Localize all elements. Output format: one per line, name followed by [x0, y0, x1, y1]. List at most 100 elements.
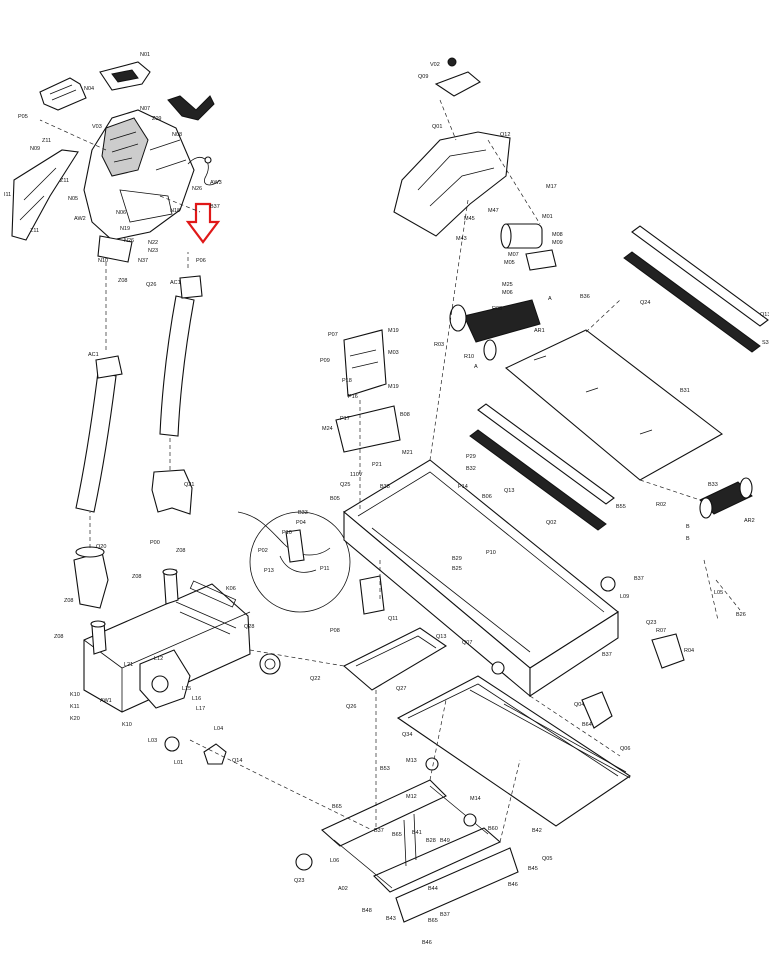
- part-callout-label: M01: [542, 214, 553, 220]
- part-callout-label: N08: [172, 132, 182, 138]
- part-callout-label: B38: [380, 484, 390, 490]
- part-callout-label: L06: [330, 858, 339, 864]
- part-callout-label: B: [686, 536, 690, 542]
- part-callout-label: N23: [148, 248, 158, 254]
- part-callout-label: B60: [488, 826, 498, 832]
- part-callout-label: B44: [428, 886, 438, 892]
- part-callout-label: B25: [452, 566, 462, 572]
- part-callout-label: B37: [602, 652, 612, 658]
- part-callout-label: Q34: [402, 732, 412, 738]
- part-callout-label: P05: [18, 114, 28, 120]
- part-callout-label: AW3: [210, 180, 222, 186]
- part-callout-label: Z08: [64, 598, 73, 604]
- part-callout-label: B55: [616, 504, 626, 510]
- part-callout-label: B06: [482, 494, 492, 500]
- part-callout-label: M47: [488, 208, 499, 214]
- highlight-arrow: [185, 202, 221, 244]
- part-callout-label: P04: [296, 520, 306, 526]
- part-callout-label: N26: [192, 186, 202, 192]
- part-callout-label: B46: [508, 882, 518, 888]
- part-callout-label: P00: [150, 540, 160, 546]
- part-callout-label: Q23: [294, 878, 304, 884]
- part-callout-label: Q28: [244, 624, 254, 630]
- part-callout-label: Z08: [132, 574, 141, 580]
- part-callout-label: B48: [362, 908, 372, 914]
- part-callout-label: AC1: [88, 352, 99, 358]
- part-callout-label: N26: [124, 238, 134, 244]
- part-callout-label: B28: [426, 838, 436, 844]
- front-roller-part: [449, 299, 541, 361]
- part-callout-label: AR1: [534, 328, 545, 334]
- part-callout-label: N07: [140, 106, 150, 112]
- part-callout-label: L03: [148, 738, 157, 744]
- part-callout-label: Z11: [60, 178, 69, 184]
- part-callout-label: B65: [332, 804, 342, 810]
- part-callout-label: Q02: [546, 520, 556, 526]
- part-callout-label: P21: [372, 462, 382, 468]
- part-callout-label: K10: [70, 692, 80, 698]
- part-callout-label: B32: [466, 466, 476, 472]
- part-callout-label: N22: [148, 240, 158, 246]
- part-callout-label: N01: [140, 52, 150, 58]
- part-callout-label: Q05: [542, 856, 552, 862]
- part-callout-label: N19: [120, 226, 130, 232]
- part-callout-label: L05: [714, 590, 723, 596]
- part-callout-label: N09: [30, 146, 40, 152]
- upright-base-covers-part: [73, 469, 193, 609]
- part-callout-label: R02: [656, 502, 666, 508]
- part-callout-label: P08: [330, 628, 340, 634]
- part-callout-label: AC1: [170, 280, 181, 286]
- part-callout-label: Q07: [462, 640, 472, 646]
- part-callout-label: B37: [374, 828, 384, 834]
- console-housing-part: [83, 109, 195, 263]
- part-callout-label: L04: [214, 726, 223, 732]
- part-callout-label: B43: [386, 916, 396, 922]
- part-callout-label: Q21: [184, 482, 194, 488]
- part-callout-label: N04: [84, 86, 94, 92]
- incline-frame-part: [295, 757, 519, 923]
- part-callout-label: B65: [392, 832, 402, 838]
- control-board-part: [335, 329, 401, 453]
- part-callout-label: B65: [428, 918, 438, 924]
- part-callout-label: M03: [388, 350, 399, 356]
- part-callout-label: M19: [388, 328, 399, 334]
- part-callout-label: B45: [528, 866, 538, 872]
- part-callout-label: A02: [338, 886, 348, 892]
- part-callout-label: N05: [68, 196, 78, 202]
- part-callout-label: B46: [422, 940, 432, 946]
- part-callout-label: B33: [298, 510, 308, 516]
- part-callout-label: Q09: [418, 74, 428, 80]
- part-callout-label: S37: [762, 340, 769, 346]
- part-callout-label: K20: [70, 716, 80, 722]
- left-base-frame-part: [83, 568, 251, 713]
- assembly-guide-lines: [39, 99, 741, 843]
- part-callout-label: B37: [634, 576, 644, 582]
- part-callout-label: B49: [440, 838, 450, 844]
- part-callout-label: M45: [464, 216, 475, 222]
- part-callout-label: Z08: [176, 548, 185, 554]
- belt-and-step-rail-part: [396, 633, 685, 827]
- part-callout-label: L15: [182, 686, 191, 692]
- part-callout-label: M07: [508, 252, 519, 258]
- part-callout-label: M12: [406, 794, 417, 800]
- part-callout-label: Q20: [96, 544, 106, 550]
- part-callout-label: B53: [380, 766, 390, 772]
- part-callout-label: M09: [552, 240, 563, 246]
- part-callout-label: M14: [470, 796, 481, 802]
- part-callout-label: Q26: [346, 704, 356, 710]
- console-side-cover-part: [11, 149, 79, 241]
- part-callout-label: B: [686, 524, 690, 530]
- part-callout-label: Q23: [646, 620, 656, 626]
- part-callout-label: B37: [440, 912, 450, 918]
- part-callout-label: N06: [116, 210, 126, 216]
- part-callout-label: A: [474, 364, 478, 370]
- part-callout-label: P29: [466, 454, 476, 460]
- part-callout-label: B29: [452, 556, 462, 562]
- part-callout-label: I11: [4, 192, 11, 198]
- part-callout-label: B36: [580, 294, 590, 300]
- part-callout-label: M13: [406, 758, 417, 764]
- deck-board-part: [504, 329, 723, 481]
- wire-connector-part: [187, 156, 221, 186]
